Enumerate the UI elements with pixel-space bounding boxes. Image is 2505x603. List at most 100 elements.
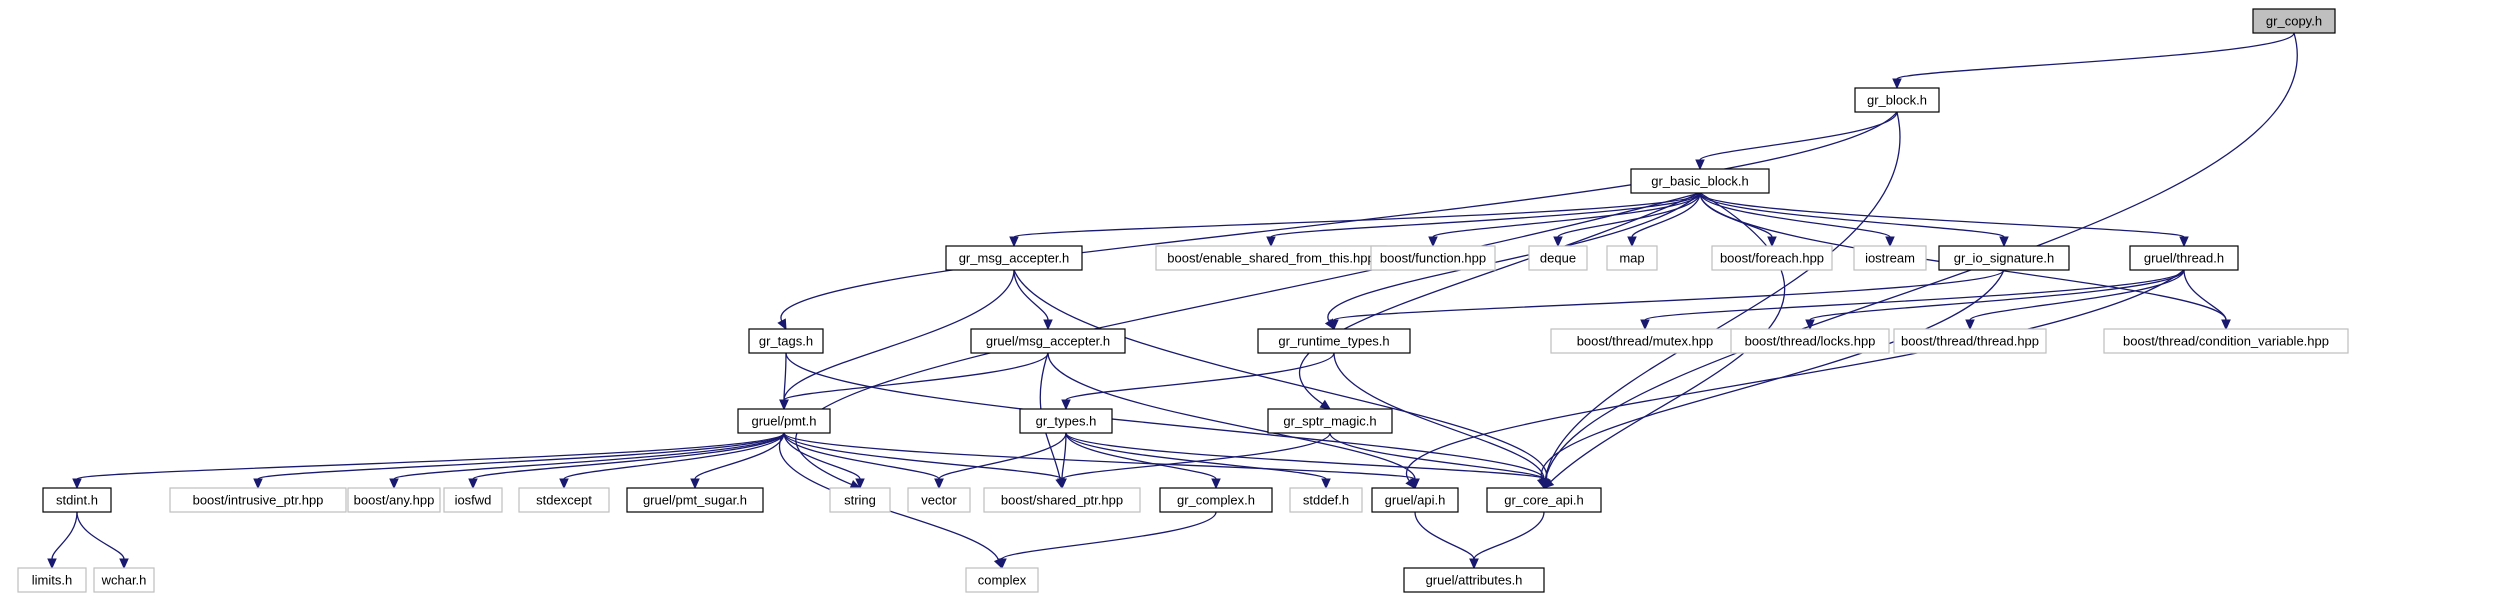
edge-gr-core-api-h-to-gruel-attributes-h (1469, 511, 1545, 570)
node-boost-any: boost/any.hpp (347, 487, 441, 513)
edge-gr-basic-block-h-to-iostream (1699, 192, 1895, 248)
node-gruel-msg-accepter-h[interactable]: gruel/msg_accepter.h (970, 328, 1126, 354)
node-gr-copy-h[interactable]: gr_copy.h (2252, 8, 2336, 34)
node-label: gr_io_signature.h (1954, 251, 2054, 266)
node-boost-foreach: boost/foreach.hpp (1711, 245, 1833, 271)
node-gruel-pmt-sugar-h[interactable]: gruel/pmt_sugar.h (626, 487, 764, 513)
node-label: gruel/attributes.h (1426, 573, 1523, 588)
node-stddef-h: stddef.h (1289, 487, 1363, 513)
node-label: boost/any.hpp (354, 493, 435, 508)
node-boost-enable-shared: boost/enable_shared_from_this.hpp (1155, 245, 1387, 271)
node-label: gr_runtime_types.h (1278, 334, 1389, 349)
edge-gruel-pmt-h-to-boost-any (389, 432, 785, 490)
node-label: iostream (1865, 251, 1915, 266)
edge-gruel-thread-h-to-boost-thread-condvar (2183, 269, 2231, 331)
node-iosfwd: iosfwd (443, 487, 503, 513)
node-gruel-api-h[interactable]: gruel/api.h (1371, 487, 1459, 513)
node-label: boost/thread/thread.hpp (1901, 334, 2039, 349)
node-label: boost/thread/mutex.hpp (1577, 334, 1714, 349)
node-label: wchar.h (101, 573, 147, 588)
node-label: map (1619, 251, 1644, 266)
edge-gr-block-h-to-gr-tags-h (777, 111, 1898, 331)
edge-gr-basic-block-h-to-map (1627, 192, 1701, 248)
node-gruel-pmt-h[interactable]: gruel/pmt.h (737, 408, 831, 434)
node-vector: vector (907, 487, 971, 513)
node-label: complex (978, 573, 1027, 588)
node-boost-function: boost/function.hpp (1370, 245, 1496, 271)
node-boost-shared-ptr: boost/shared_ptr.hpp (983, 487, 1141, 513)
edge-gr-runtime-types-h-to-gr-types-h (1061, 352, 1335, 411)
edge-gr-sptr-magic-h-to-gr-core-api-h (1329, 432, 1549, 490)
node-stdexcept: stdexcept (518, 487, 610, 513)
edge-gr-basic-block-h-to-gr-io-signature-h (1699, 192, 2009, 248)
node-iostream: iostream (1853, 245, 1927, 271)
edge-gruel-thread-h-to-boost-thread-locks (1805, 269, 2185, 331)
node-gr-complex-h[interactable]: gr_complex.h (1159, 487, 1273, 513)
edge-gruel-api-h-to-gruel-attributes-h (1414, 511, 1479, 570)
node-boost-intrusive-ptr: boost/intrusive_ptr.hpp (169, 487, 347, 513)
node-label: boost/foreach.hpp (1720, 251, 1824, 266)
edge-gruel-pmt-h-to-stdint-h (72, 432, 785, 490)
edge-gr-block-h-to-gr-basic-block-h (1695, 111, 1898, 171)
edge-gruel-pmt-h-to-vector (783, 432, 944, 490)
node-label: gruel/msg_accepter.h (986, 334, 1110, 349)
node-label: boost/thread/condition_variable.hpp (2123, 334, 2329, 349)
node-boost-thread-thread: boost/thread/thread.hpp (1893, 328, 2047, 354)
node-deque: deque (1528, 245, 1588, 271)
node-gr-basic-block-h[interactable]: gr_basic_block.h (1630, 168, 1770, 194)
node-label: boost/shared_ptr.hpp (1001, 493, 1123, 508)
node-label: gr_basic_block.h (1651, 174, 1749, 189)
node-label: stdexcept (536, 493, 592, 508)
node-gruel-attributes-h[interactable]: gruel/attributes.h (1403, 567, 1545, 593)
node-gr-io-signature-h[interactable]: gr_io_signature.h (1938, 245, 2070, 271)
node-label: gruel/thread.h (2144, 251, 2224, 266)
node-string: string (829, 487, 891, 513)
edge-gruel-thread-h-to-boost-thread-thread (1965, 269, 2185, 331)
edge-gruel-thread-h-to-gruel-api-h (1405, 269, 2185, 489)
node-gr-sptr-magic-h[interactable]: gr_sptr_magic.h (1267, 408, 1393, 434)
edge-gruel-pmt-h-to-iosfwd (468, 432, 785, 490)
edge-stdint-h-to-limits-h (47, 511, 78, 570)
node-gr-block-h[interactable]: gr_block.h (1854, 87, 1940, 113)
node-boost-thread-condvar: boost/thread/condition_variable.hpp (2103, 328, 2349, 354)
edge-gruel-msg-accepter-h-to-gruel-pmt-h (779, 352, 1049, 411)
node-gruel-thread-h[interactable]: gruel/thread.h (2129, 245, 2239, 271)
node-label: boost/function.hpp (1380, 251, 1486, 266)
node-gr-runtime-types-h[interactable]: gr_runtime_types.h (1257, 328, 1411, 354)
node-gr-types-h[interactable]: gr_types.h (1019, 408, 1113, 434)
node-boost-thread-mutex: boost/thread/mutex.hpp (1550, 328, 1740, 354)
edge-gr-complex-h-to-complex (997, 511, 1217, 570)
edge-gr-msg-accepter-h-to-gruel-msg-accepter-h (1013, 269, 1053, 331)
edge-gr-basic-block-h-to-gr-sptr-magic-h (1298, 192, 1701, 410)
edge-gruel-pmt-h-to-gruel-api-h (783, 432, 1420, 490)
edge-layer (47, 32, 2298, 570)
node-label: gr_copy.h (2266, 14, 2322, 29)
node-label: gruel/pmt_sugar.h (643, 493, 747, 508)
node-label: iosfwd (455, 493, 492, 508)
edge-gruel-pmt-h-to-stdexcept (559, 432, 785, 490)
edge-gr-basic-block-h-to-deque (1553, 192, 1701, 248)
node-label: deque (1540, 251, 1576, 266)
node-label: gruel/api.h (1385, 493, 1446, 508)
node-label: gr_complex.h (1177, 493, 1255, 508)
node-label: stdint.h (56, 493, 98, 508)
node-label: string (844, 493, 876, 508)
edge-gr-types-h-to-vector (934, 432, 1067, 490)
node-gr-core-api-h[interactable]: gr_core_api.h (1486, 487, 1602, 513)
node-label: vector (921, 493, 957, 508)
node-label: boost/thread/locks.hpp (1745, 334, 1876, 349)
node-limits-h: limits.h (17, 567, 87, 593)
edge-stdint-h-to-wchar-h (76, 511, 129, 570)
node-stdint-h[interactable]: stdint.h (42, 487, 112, 513)
node-gr-msg-accepter-h[interactable]: gr_msg_accepter.h (945, 245, 1083, 271)
node-gr-tags-h[interactable]: gr_tags.h (748, 328, 824, 354)
edge-gruel-pmt-h-to-string (783, 432, 865, 490)
node-boost-thread-locks: boost/thread/locks.hpp (1730, 328, 1890, 354)
node-complex: complex (965, 567, 1039, 593)
node-label: limits.h (32, 573, 72, 588)
node-label: boost/intrusive_ptr.hpp (193, 493, 324, 508)
node-wchar-h: wchar.h (93, 567, 155, 593)
edge-gruel-pmt-h-to-boost-intrusive-ptr (253, 432, 785, 490)
node-label: gr_tags.h (759, 334, 813, 349)
edge-gr-msg-accepter-h-to-gr-core-api-h (1013, 269, 1552, 490)
